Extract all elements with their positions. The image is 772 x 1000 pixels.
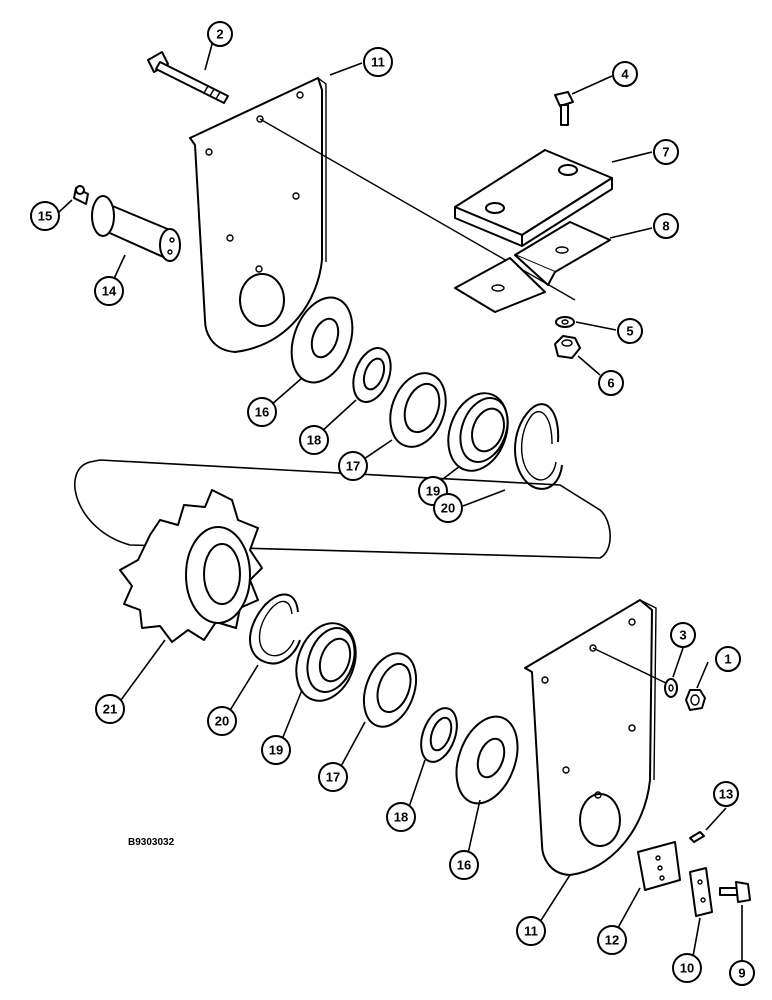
svg-text:7: 7 — [662, 145, 669, 160]
callout-9: 9 — [729, 960, 755, 986]
nut-1 — [685, 689, 706, 711]
svg-text:19: 19 — [426, 484, 440, 499]
svg-text:6: 6 — [607, 376, 614, 391]
washer-3 — [664, 678, 678, 698]
callout-5: 5 — [617, 318, 643, 344]
bracket-8 — [454, 221, 611, 313]
snap-ring-20-bottom — [249, 593, 301, 665]
svg-text:12: 12 — [605, 933, 619, 948]
svg-text:2: 2 — [216, 27, 223, 42]
callout-1: 1 — [715, 646, 741, 672]
callout-18-bottom: 18 — [386, 802, 416, 832]
seal-17-top — [389, 372, 447, 448]
svg-text:17: 17 — [326, 770, 340, 785]
svg-text:20: 20 — [215, 714, 229, 729]
svg-text:11: 11 — [371, 55, 385, 70]
plate-10 — [689, 867, 713, 917]
plate-7 — [454, 149, 613, 247]
pin-13 — [689, 831, 705, 843]
svg-text:19: 19 — [269, 743, 283, 758]
washer-16-bottom — [455, 715, 519, 805]
svg-text:21: 21 — [103, 702, 117, 717]
callout-19-bottom: 19 — [261, 735, 291, 765]
bolt-9 — [719, 881, 751, 903]
callout-17-bottom: 17 — [318, 762, 348, 792]
svg-text:8: 8 — [662, 219, 669, 234]
callout-3: 3 — [670, 622, 696, 648]
grease-fitting-15 — [73, 185, 89, 205]
seal-18-bottom — [420, 707, 458, 763]
nut-6 — [554, 335, 581, 359]
callout-15: 15 — [30, 201, 60, 231]
svg-text:4: 4 — [621, 67, 629, 82]
callout-10: 10 — [672, 953, 702, 983]
callout-8: 8 — [653, 213, 679, 239]
svg-text:17: 17 — [346, 459, 360, 474]
callout-11-top: 11 — [363, 47, 393, 77]
bearing-19-bottom — [295, 622, 357, 702]
callout-4: 4 — [612, 61, 638, 87]
svg-text:13: 13 — [719, 787, 733, 802]
drawing-id: B9303032 — [128, 837, 175, 848]
sprocket-21 — [119, 489, 263, 643]
svg-text:3: 3 — [679, 628, 686, 643]
washer-16-top — [290, 296, 354, 384]
upper-bracket — [189, 77, 576, 353]
callout-7: 7 — [653, 139, 679, 165]
callout-2: 2 — [207, 21, 233, 47]
callout-12: 12 — [597, 925, 627, 955]
washer-5 — [555, 316, 575, 328]
svg-text:10: 10 — [680, 961, 694, 976]
seal-17-bottom — [362, 652, 418, 728]
callout-17-top: 17 — [338, 451, 368, 481]
svg-text:16: 16 — [255, 405, 269, 420]
svg-text:18: 18 — [307, 433, 321, 448]
callout-6: 6 — [598, 370, 624, 396]
callout-18-top: 18 — [299, 425, 329, 455]
svg-text:18: 18 — [394, 810, 408, 825]
svg-text:1: 1 — [724, 652, 731, 667]
svg-text:11: 11 — [524, 924, 538, 939]
lower-bracket — [524, 599, 671, 876]
callout-11-bottom: 11 — [516, 916, 546, 946]
svg-text:5: 5 — [626, 324, 633, 339]
svg-text:20: 20 — [441, 501, 455, 516]
svg-text:16: 16 — [457, 858, 471, 873]
seal-18-top — [352, 347, 392, 403]
callout-16-bottom: 16 — [449, 850, 479, 880]
svg-text:9: 9 — [738, 966, 745, 981]
pin-14 — [91, 195, 181, 262]
bolt-2 — [147, 51, 229, 104]
snap-ring-20-top — [514, 403, 563, 490]
callout-21: 21 — [95, 694, 125, 724]
svg-text:15: 15 — [38, 209, 52, 224]
callout-16-top: 16 — [247, 397, 277, 427]
callout-14: 14 — [94, 276, 124, 306]
bolt-4 — [554, 91, 574, 126]
bearing-19-top — [447, 392, 509, 472]
svg-text:14: 14 — [102, 284, 117, 299]
callout-20-bottom: 20 — [207, 706, 237, 736]
chain-loop — [74, 459, 611, 559]
callout-13: 13 — [713, 781, 739, 807]
callout-20-top: 20 — [433, 493, 463, 523]
plate-12 — [637, 841, 681, 891]
